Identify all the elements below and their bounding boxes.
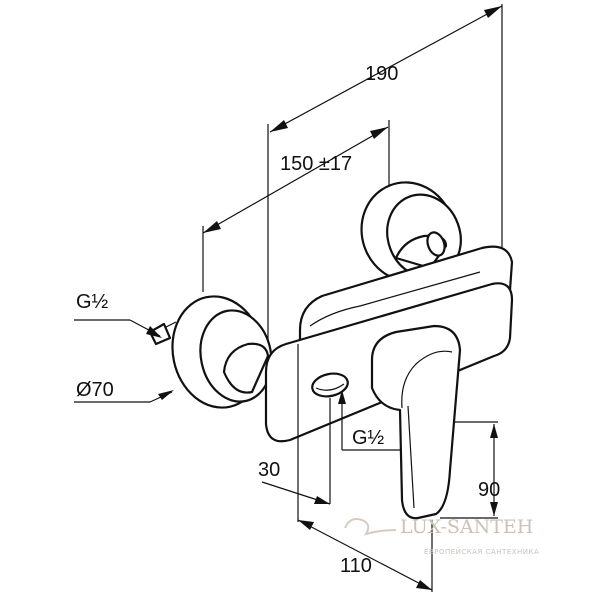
- dimension-overall-width: 190: [267, 4, 503, 345]
- watermark-brand: LUX-SANTEH: [400, 516, 533, 538]
- watermark-tagline: ЕВРОПЕЙСКАЯ САНТЕХНИКА: [424, 547, 539, 556]
- watermark: LUX-SANTEH ЕВРОПЕЙСКАЯ САНТЕХНИКА: [344, 516, 539, 556]
- dim-label-190: 190: [365, 63, 398, 85]
- lever-handle: [370, 324, 462, 520]
- dim-label-150: 150 ±17: [280, 153, 352, 175]
- dimension-escutcheon-diameter: Ø70: [74, 379, 174, 403]
- front-escutcheon: [148, 295, 273, 409]
- dimension-inlet-thread: G½: [74, 291, 162, 338]
- dim-label-30: 30: [258, 459, 280, 481]
- dim-label-diameter: Ø70: [76, 379, 114, 401]
- dim-label-110: 110: [340, 555, 372, 577]
- outlet-aerator: [311, 372, 349, 398]
- rear-escutcheon: [360, 181, 462, 283]
- dimension-center-distance: 150 ±17: [202, 120, 390, 292]
- dim-label-outlet-thread: G½: [352, 427, 385, 449]
- dimension-projection: 110: [297, 519, 433, 592]
- dim-label-90: 90: [478, 479, 500, 501]
- dimension-outlet-offset: 30: [258, 344, 331, 522]
- watermark-swan-icon: [344, 518, 397, 536]
- dim-label-inlet-thread: G½: [76, 291, 109, 313]
- dimension-lever-height: 90: [440, 421, 500, 519]
- dimension-outlet-thread: G½: [338, 390, 402, 451]
